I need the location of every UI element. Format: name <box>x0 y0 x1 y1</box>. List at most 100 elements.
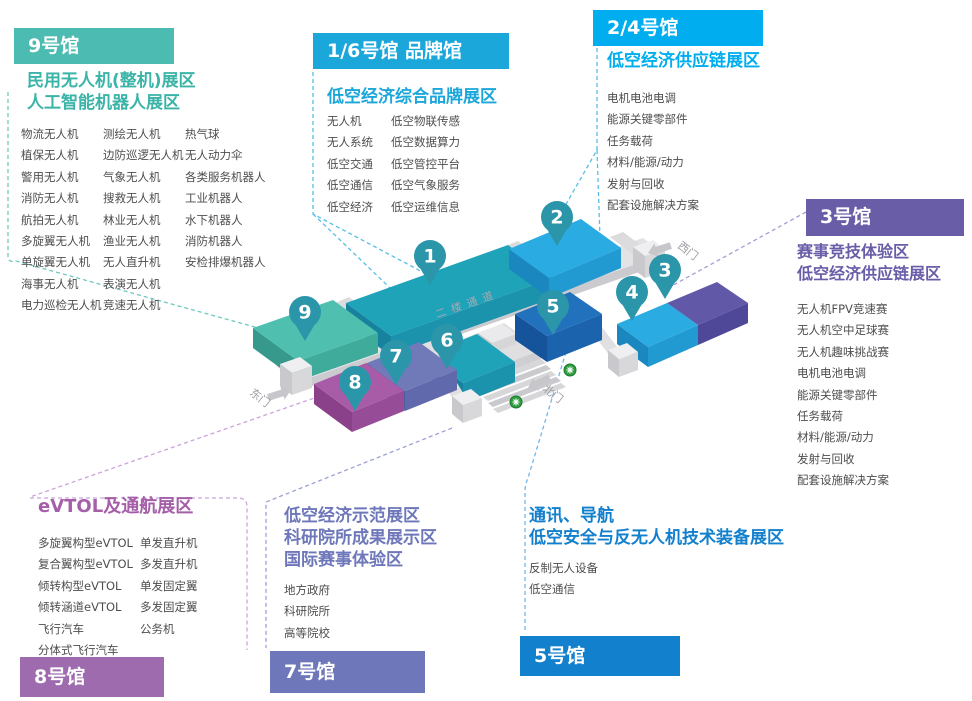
list-item: 任务载荷 <box>797 409 843 424</box>
list-item: 低空经济综合品牌展区 <box>327 87 497 107</box>
list-item: 无人机 <box>327 114 362 128</box>
list-item: 能源关键零部件 <box>607 112 688 127</box>
list-item: 水下机器人 <box>185 212 243 227</box>
hall9-list-col3: 热气球无人动力伞各类服务机器人工业机器人水下机器人消防机器人安检排爆机器人 <box>185 124 266 274</box>
list-item: 各类服务机器人 <box>185 169 266 184</box>
list-item: 公务机 <box>140 621 175 636</box>
list-item: 无人机空中足球赛 <box>797 323 889 338</box>
hall-4-pin: 4 <box>616 276 648 321</box>
list-item: 渔业无人机 <box>103 234 161 249</box>
svg-text:3: 3 <box>658 260 671 282</box>
list-item: 电力巡检无人机 <box>21 298 102 313</box>
list-item: 电机电池电调 <box>797 366 866 381</box>
list-item: 电机电池电调 <box>607 91 676 105</box>
list-item: 热气球 <box>185 127 220 141</box>
hall7-list: 地方政府科研院所高等院校 <box>284 580 330 644</box>
west-gate-arrow <box>648 242 672 257</box>
list-item: 低空物联传感 <box>391 114 460 128</box>
list-item: 配套设施解决方案 <box>607 198 699 213</box>
hall-5-pin: 5 <box>537 290 569 335</box>
list-item: 低空经济 <box>327 199 373 214</box>
list-item: 反制无人设备 <box>529 561 598 575</box>
list-item: 倾转涵道eVTOL <box>38 600 122 615</box>
hall3-list: 无人机FPV竞速赛无人机空中足球赛无人机趣味挑战赛电机电池电调能源关键零部件任务… <box>797 299 889 492</box>
connector-hall9 <box>7 92 263 330</box>
list-item: 倾转构型eVTOL <box>38 578 122 593</box>
tree-marker-icon <box>509 395 523 409</box>
hall9-header: 9号馆 <box>14 28 174 64</box>
list-item: 材料/能源/动力 <box>797 430 874 445</box>
list-item: 多发固定翼 <box>140 600 198 615</box>
hall9-title: 民用无人机(整机)展区人工智能机器人展区 <box>27 70 196 114</box>
list-item: 国际赛事体验区 <box>284 550 403 570</box>
list-item: 植保无人机 <box>21 148 79 163</box>
list-item: 气象无人机 <box>103 169 161 184</box>
list-item: 任务载荷 <box>607 133 653 148</box>
svg-text:2: 2 <box>550 207 563 229</box>
list-item: 多发直升机 <box>140 557 198 572</box>
hall9-list-col1: 物流无人机植保无人机警用无人机消防无人机航拍无人机多旋翼无人机单旋翼无人机海事无… <box>21 124 102 317</box>
list-item: 单旋翼无人机 <box>21 255 90 270</box>
svg-text:8: 8 <box>348 372 361 394</box>
hall3-title: 赛事竞技体验区低空经济供应链展区 <box>797 241 941 285</box>
list-item: 科研院所 <box>284 604 330 619</box>
hall24-title: 低空经济供应链展区 <box>607 50 760 72</box>
hall-1-pin: 1 <box>414 240 446 285</box>
hall3-header: 3号馆 <box>806 199 964 236</box>
list-item: 地方政府 <box>284 583 330 597</box>
hall9-list-col2: 测绘无人机边防巡逻无人机气象无人机搜救无人机林业无人机渔业无人机无人直升机表演无… <box>103 124 184 317</box>
list-item: 边防巡逻无人机 <box>103 148 184 163</box>
svg-text:1: 1 <box>423 246 436 268</box>
hall-8-pin: 8 <box>339 366 371 411</box>
list-item: 配套设施解决方案 <box>797 473 889 488</box>
list-item: 无人动力伞 <box>185 148 243 163</box>
list-item: 低空经济供应链展区 <box>607 51 760 71</box>
list-item: 飞行汽车 <box>38 621 84 636</box>
hall24-list: 电机电池电调能源关键零部件任务载荷材料/能源/动力发射与回收配套设施解决方案 <box>607 88 699 216</box>
list-item: 低空经济供应链展区 <box>797 264 942 283</box>
hall-7-pin: 7 <box>380 340 412 385</box>
connector-hall4 <box>596 149 602 268</box>
hall-9-pin: 9 <box>289 296 321 341</box>
list-item: 低空运维信息 <box>391 199 460 214</box>
east-gate-arrow <box>267 386 291 401</box>
hall24-header: 2/4号馆 <box>593 10 763 46</box>
list-item: 测绘无人机 <box>103 127 161 141</box>
list-item: 分体式飞行汽车 <box>38 643 119 658</box>
list-item: 赛事竞技体验区 <box>797 242 910 261</box>
list-item: 竞速无人机 <box>103 298 161 313</box>
list-item: 低空气象服务 <box>391 178 460 193</box>
list-item: 林业无人机 <box>103 212 161 227</box>
list-item: 物流无人机 <box>21 127 79 141</box>
hall-2-pin: 2 <box>541 201 573 246</box>
list-item: 表演无人机 <box>103 276 161 291</box>
list-item: 低空管控平台 <box>391 156 460 171</box>
hall5-header: 5号馆 <box>520 636 680 676</box>
hall8-title: eVTOL及通航展区 <box>38 496 193 518</box>
list-item: 消防无人机 <box>21 191 79 206</box>
hall-4-block <box>617 303 698 367</box>
list-item: 材料/能源/动力 <box>607 155 684 170</box>
list-item: 高等院校 <box>284 625 330 640</box>
list-item: 低空安全与反无人机技术装备展区 <box>529 528 784 548</box>
hall-2-block <box>509 219 621 298</box>
svg-text:6: 6 <box>440 330 453 352</box>
west-gate-label: 西门 <box>675 238 701 263</box>
hall7-header: 7号馆 <box>270 651 425 693</box>
list-item: 搜救无人机 <box>103 191 161 206</box>
hall16-list-col1: 无人机无人系统低空交通低空通信低空经济 <box>327 111 373 218</box>
list-item: 警用无人机 <box>21 169 79 184</box>
list-item: 单发直升机 <box>140 536 198 550</box>
list-item: 民用无人机(整机)展区 <box>27 71 196 91</box>
list-item: 发射与回收 <box>607 176 665 191</box>
list-item: 安检排爆机器人 <box>185 255 266 270</box>
hall16-title: 低空经济综合品牌展区 <box>327 86 497 108</box>
list-item: eVTOL及通航展区 <box>38 496 194 517</box>
hall-3-block <box>667 282 748 345</box>
list-item: 低空交通 <box>327 156 373 171</box>
svg-text:5: 5 <box>546 296 559 318</box>
list-item: 无人系统 <box>327 135 373 150</box>
